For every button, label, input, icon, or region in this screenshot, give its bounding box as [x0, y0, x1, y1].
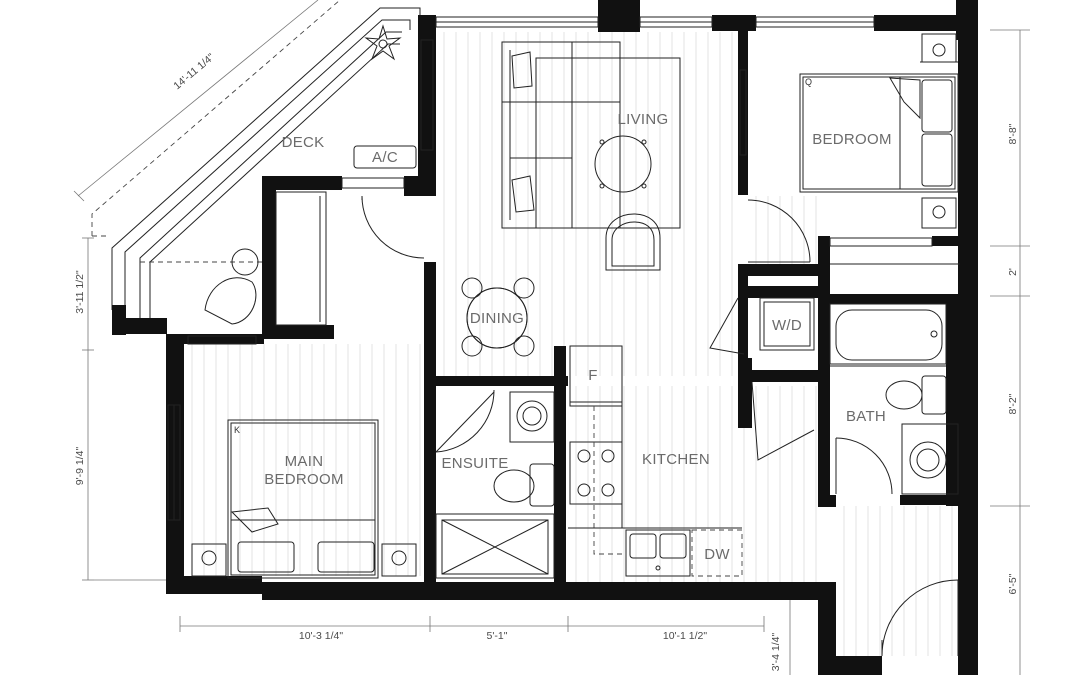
dim-right-4: 6'-5": [1007, 573, 1019, 594]
bed-tag-k: K: [234, 425, 240, 435]
label-bedroom: BEDROOM: [812, 131, 892, 148]
label-ensuite: ENSUITE: [441, 455, 508, 472]
dim-deck-diagonal: 14'-11 1/4": [171, 51, 217, 92]
dim-bottom-2: 5'-1": [487, 630, 508, 642]
label-wd: W/D: [772, 317, 802, 334]
dim-right-1: 8'-8": [1007, 123, 1019, 144]
dim-left-upper: 3'-11 1/2": [74, 270, 86, 314]
room-labels: DECK A/C LIVING BEDROOM DINING W/D F BAT…: [234, 77, 892, 563]
label-main-bedroom-1: MAIN: [285, 453, 324, 470]
bed-tag-q: Q: [805, 77, 812, 87]
furniture: [191, 33, 960, 579]
dim-right-2: 2': [1007, 268, 1019, 276]
walls: [112, 0, 978, 675]
deck: [73, 0, 421, 325]
label-bath: BATH: [846, 408, 886, 425]
label-dw: DW: [704, 546, 730, 563]
dim-bottom-1: 10'-3 1/4": [299, 630, 344, 642]
dim-right-3: 8'-2": [1007, 393, 1019, 414]
label-dining: DINING: [470, 310, 524, 327]
label-deck: DECK: [282, 134, 325, 151]
floor-hatching: [191, 32, 953, 656]
doors: [361, 195, 959, 657]
label-living: LIVING: [618, 111, 669, 128]
dim-bottom-4: 3'-4 1/4": [770, 633, 782, 672]
label-fridge: F: [588, 367, 597, 384]
label-ac: A/C: [372, 149, 398, 166]
dim-bottom-3: 10'-1 1/2": [663, 630, 708, 642]
label-main-bedroom-2: BEDROOM: [264, 471, 344, 488]
label-kitchen: KITCHEN: [642, 451, 710, 468]
dim-left-lower: 9'-9 1/4": [74, 447, 86, 486]
dimension-lines: [82, 29, 1030, 675]
